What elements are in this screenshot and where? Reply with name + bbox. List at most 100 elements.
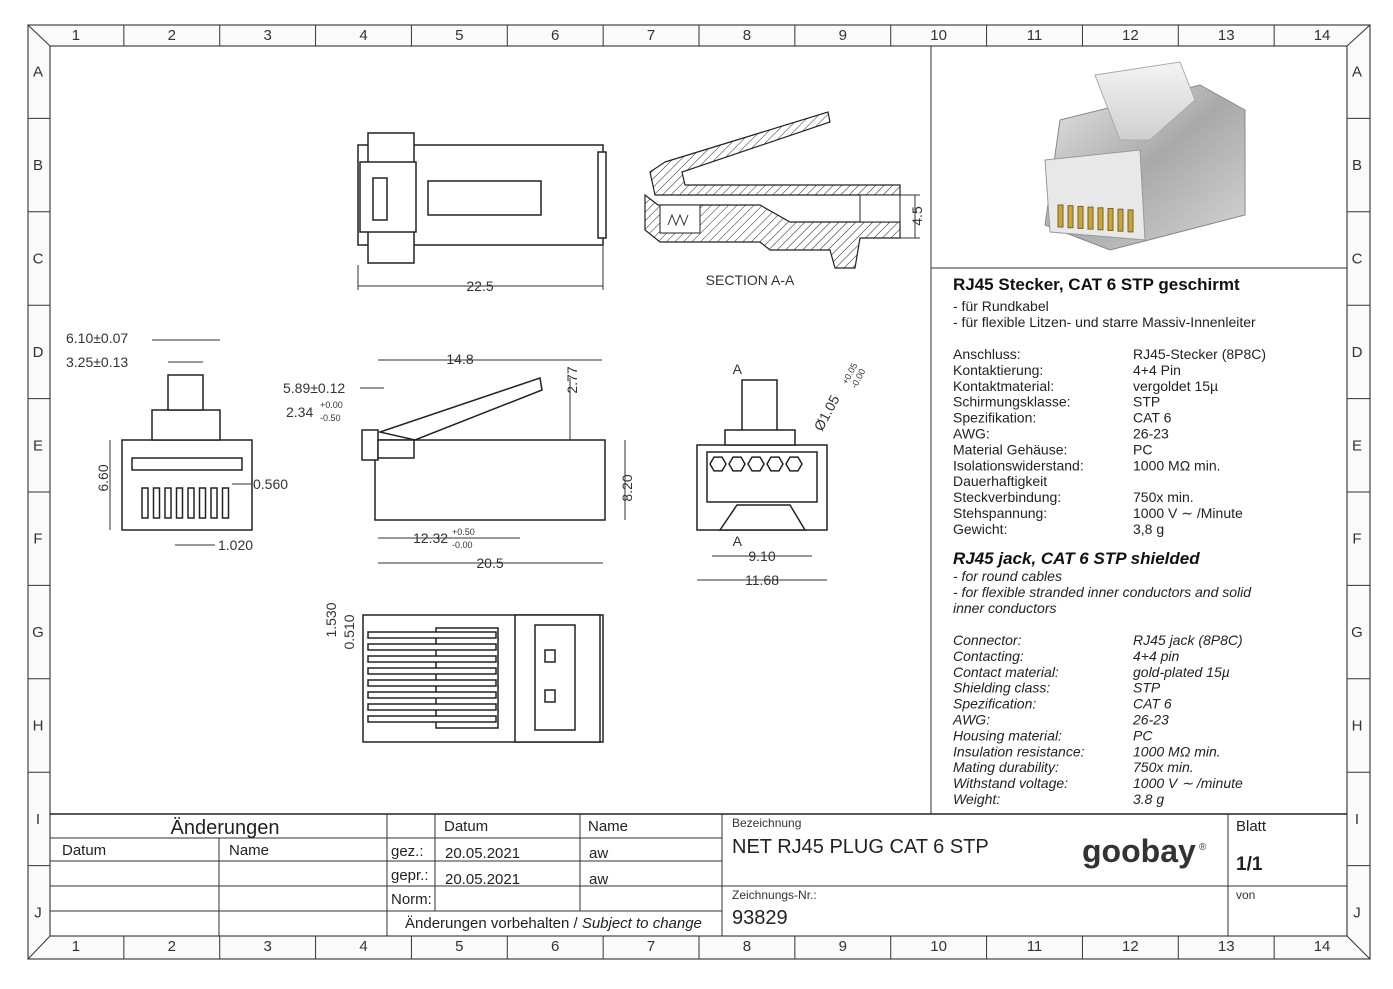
goobay-logo: goobay bbox=[1082, 833, 1196, 869]
dim-front-width-latch: 3.25±0.13 bbox=[66, 354, 128, 370]
changes-name-column: Name bbox=[229, 842, 269, 859]
column-label-bottom: 10 bbox=[930, 938, 947, 955]
spec-key: Spezifikation: bbox=[953, 410, 1036, 426]
spec-key: Insulation resistance: bbox=[953, 743, 1085, 759]
spec-value: gold-plated 15µ bbox=[1133, 664, 1230, 680]
gepr-name: aw bbox=[589, 871, 608, 888]
column-label-bottom: 1 bbox=[72, 938, 80, 955]
bezeichnung-value: NET RJ45 PLUG CAT 6 STP bbox=[732, 836, 989, 858]
row-label-left: C bbox=[33, 251, 44, 268]
spec-value: PC bbox=[1133, 727, 1153, 743]
spec-value: 4+4 Pin bbox=[1133, 362, 1181, 378]
spec-value: 3.8 g bbox=[1133, 791, 1164, 807]
product-photo bbox=[1044, 61, 1246, 251]
spec-key: Material Gehäuse: bbox=[953, 441, 1067, 457]
spec-key: Connector: bbox=[953, 632, 1022, 648]
row-label-right: D bbox=[1352, 344, 1363, 361]
spec-key: Contact material: bbox=[953, 664, 1059, 680]
column-label-top: 9 bbox=[839, 27, 847, 44]
column-label-bottom: 9 bbox=[839, 938, 847, 955]
spec-key: Steckverbindung: bbox=[953, 489, 1061, 505]
spec-key: Kontaktmaterial: bbox=[953, 378, 1054, 394]
dim-side-s1: 14.8 bbox=[446, 351, 473, 367]
row-label-left: D bbox=[33, 344, 44, 361]
column-label-bottom: 4 bbox=[359, 938, 367, 955]
column-label-bottom: 14 bbox=[1314, 938, 1331, 955]
spec-en-title: RJ45 jack, CAT 6 STP shielded bbox=[953, 549, 1200, 568]
row-label-right: G bbox=[1351, 624, 1363, 641]
column-label-bottom: 8 bbox=[743, 938, 751, 955]
norm-label: Norm: bbox=[391, 891, 432, 908]
gez-name: aw bbox=[589, 845, 608, 862]
spec-value: 3,8 g bbox=[1133, 521, 1164, 537]
gez-date: 20.05.2021 bbox=[445, 845, 520, 862]
column-label-top: 5 bbox=[455, 27, 463, 44]
dim-side-s6-sup: +0.50 bbox=[452, 527, 475, 537]
dim-section-height: 4.5 bbox=[909, 206, 925, 226]
dim-face-inner-width: 9.10 bbox=[748, 548, 775, 564]
row-label-right: E bbox=[1352, 437, 1362, 454]
column-label-top: 1 bbox=[72, 27, 80, 44]
column-label-bottom: 13 bbox=[1218, 938, 1235, 955]
column-label-top: 7 bbox=[647, 27, 655, 44]
row-label-left: G bbox=[32, 624, 44, 641]
column-label-top: 8 bbox=[743, 27, 751, 44]
column-label-bottom: 7 bbox=[647, 938, 655, 955]
row-label-right: H bbox=[1352, 718, 1363, 735]
spec-key: Housing material: bbox=[953, 727, 1062, 743]
spec-value: 1000 MΩ min. bbox=[1133, 457, 1221, 473]
gepr-label: gepr.: bbox=[391, 867, 429, 884]
spec-bullet: - für Rundkabel bbox=[953, 298, 1049, 314]
view-bottom: 1.530 0.510 bbox=[323, 602, 604, 743]
section-label: SECTION A-A bbox=[706, 272, 795, 288]
spec-value: 1000 V ∼ /minute bbox=[1133, 775, 1243, 791]
dim-side-s2: 5.89±0.12 bbox=[283, 380, 345, 396]
dim-face-outer-width: 11.68 bbox=[745, 572, 779, 588]
spec-key: Withstand voltage: bbox=[953, 775, 1068, 791]
datum-header: Datum bbox=[444, 818, 488, 835]
column-label-bottom: 3 bbox=[263, 938, 271, 955]
spec-key: Schirmungsklasse: bbox=[953, 394, 1071, 410]
dim-side-s3-sup: +0.00 bbox=[320, 400, 343, 410]
row-label-right: F bbox=[1352, 531, 1361, 548]
title-block: Änderungen Datum Name Datum Name gez.: 2… bbox=[50, 813, 1347, 936]
dim-top-length: 22.5 bbox=[466, 278, 493, 294]
spec-value: 4+4 pin bbox=[1133, 648, 1180, 664]
spec-value: STP bbox=[1133, 394, 1160, 410]
dim-side-s6-sub: -0.00 bbox=[452, 540, 473, 550]
zeichnung-label: Zeichnungs-Nr.: bbox=[732, 888, 817, 902]
spec-value: 750x min. bbox=[1133, 489, 1194, 505]
spec-value: RJ45-Stecker (8P8C) bbox=[1133, 346, 1266, 362]
view-side: 14.8 5.89±0.12 2.34 +0.00 -0.50 2.77 8.2… bbox=[283, 351, 635, 571]
view-section: 4.5 SECTION A-A bbox=[644, 111, 925, 288]
dim-side-s6: 12.32 bbox=[413, 530, 448, 546]
spec-key: Anschluss: bbox=[953, 346, 1021, 362]
column-label-bottom: 6 bbox=[551, 938, 559, 955]
column-label-top: 11 bbox=[1027, 27, 1043, 44]
dim-side-s5: 8.20 bbox=[619, 474, 635, 501]
spec-key: Dauerhaftigkeit bbox=[953, 473, 1047, 489]
dim-side-s3-sub: -0.50 bbox=[320, 413, 341, 423]
zeichnung-number: 93829 bbox=[732, 907, 788, 929]
spec-key: Spezification: bbox=[953, 696, 1036, 712]
spec-bullet: - für flexible Litzen- und starre Massiv… bbox=[953, 314, 1256, 330]
spec-de-title: RJ45 Stecker, CAT 6 STP geschirmt bbox=[953, 275, 1240, 294]
spec-english: RJ45 jack, CAT 6 STP shielded - for roun… bbox=[952, 549, 1252, 807]
dim-pin-width: 0.560 bbox=[253, 476, 288, 492]
spec-bullet: - for round cables bbox=[953, 568, 1062, 584]
spec-value: CAT 6 bbox=[1133, 410, 1172, 426]
dim-side-s7: 20.5 bbox=[476, 555, 503, 571]
row-label-right: I bbox=[1355, 811, 1359, 828]
column-label-bottom: 12 bbox=[1122, 938, 1139, 955]
column-label-bottom: 5 bbox=[455, 938, 463, 955]
row-label-left: H bbox=[33, 718, 44, 735]
subject-de: Änderungen vorbehalten / bbox=[405, 915, 582, 932]
spec-key: Kontaktierung: bbox=[953, 362, 1043, 378]
spec-key: Stehspannung: bbox=[953, 505, 1047, 521]
row-label-right: C bbox=[1352, 251, 1363, 268]
